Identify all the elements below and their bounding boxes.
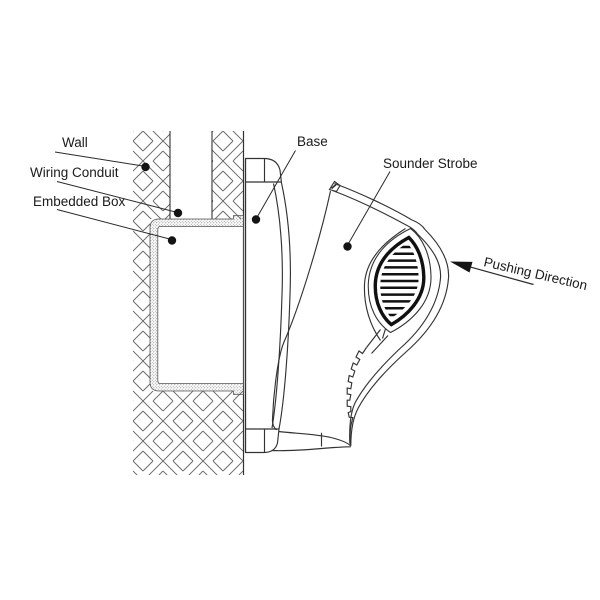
right-rim-outer (350, 229, 450, 447)
arrow-tail (470, 266, 534, 286)
base-outline (244, 157, 291, 454)
wiring-conduit-label: Wiring Conduit (30, 165, 119, 180)
wall-dot (141, 162, 150, 172)
body-left-edge (271, 190, 332, 431)
lens-inner-ring (373, 235, 426, 327)
wall-label: Wall (62, 135, 88, 150)
lens-bezel-line (363, 228, 406, 341)
hook-notch (330, 183, 337, 190)
sounder-strobe-dot (343, 242, 352, 251)
lens-grille (367, 227, 432, 334)
embedded-box-label: Embedded Box (33, 194, 126, 209)
base-top-tab (245, 157, 283, 184)
embedded-box-border (149, 215, 244, 395)
wall-section (133, 131, 245, 475)
sounder-strobe-label: Sounder Strobe (383, 156, 478, 171)
neck-left-line (366, 329, 381, 348)
base-bottom-tab (245, 428, 280, 454)
skirt-upper-line (278, 430, 352, 447)
corner-outer (411, 219, 426, 230)
sounder-strobe-leader (348, 171, 391, 244)
base-dot (251, 215, 261, 224)
neck-right-line (371, 335, 389, 354)
pushing-direction-arrow (450, 261, 534, 286)
embedded-box-dot (167, 236, 177, 245)
pushing-direction-label: Pushing Direction (482, 254, 588, 293)
serrated-edge (346, 347, 367, 445)
top-rim-inner (332, 189, 409, 227)
base-leader (257, 150, 296, 217)
sounder-strobe-body (271, 180, 450, 452)
base-front-inner-arc (271, 183, 283, 429)
wall-hatch (133, 131, 244, 475)
leader-lines (54, 150, 391, 244)
top-rim-outer (334, 182, 413, 221)
wiring-conduit-dot (173, 208, 183, 218)
base-front-outer-arc (278, 182, 291, 430)
corner-inner (407, 225, 418, 235)
right-rim-inner (349, 233, 442, 444)
leader-dots (141, 162, 352, 251)
embedded-box-leader (56, 209, 170, 240)
embedded-box (149, 215, 244, 395)
base-label: Base (297, 134, 328, 149)
skirt-lower-line (271, 446, 351, 452)
wall-leader (54, 151, 144, 167)
wiring-conduit-lines (169, 131, 213, 219)
wiring-conduit-leader (56, 181, 176, 213)
arrow-head-icon (450, 261, 473, 273)
